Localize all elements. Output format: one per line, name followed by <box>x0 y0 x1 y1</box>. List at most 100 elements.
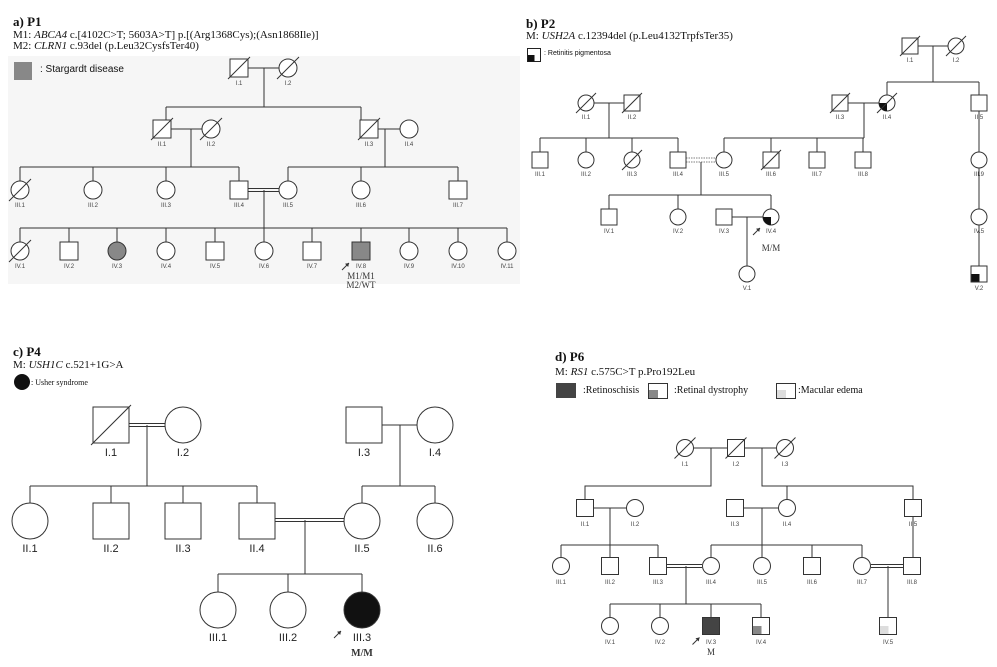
individual-IV-7-label: IV.7 <box>307 264 318 270</box>
legend-rp-label: : Retinitis pigmentosa <box>544 50 611 57</box>
individual-III-3-square <box>649 557 667 575</box>
individual-IV-3-label: IV.3 <box>706 640 717 646</box>
individual-II-5-label: II.5 <box>354 543 369 555</box>
individual-IV-10-circle <box>448 241 468 261</box>
individual-I-2-circle <box>164 406 202 444</box>
individual-III-4-label: III.4 <box>673 172 684 178</box>
connector-line <box>584 448 712 499</box>
individual-IV-5-label: IV.5 <box>974 229 985 235</box>
individual-III-4-circle <box>702 557 720 575</box>
individual-I-2-deceased-slash <box>945 35 967 57</box>
individual-IV-5-label: IV.5 <box>883 640 894 646</box>
individual-I-1-deceased-slash <box>227 56 251 80</box>
individual-III-9-circle <box>970 151 988 169</box>
panel-c-mutation: M: USH1C c.521+1G>A <box>13 359 124 371</box>
individual-I-2-label: I.2 <box>285 81 292 87</box>
individual-II-4-circle <box>778 499 796 517</box>
legend-usher-label: : Usher syndrome <box>31 378 88 387</box>
individual-IV-6-label: IV.6 <box>259 264 270 270</box>
individual-III-4-square <box>669 151 687 169</box>
individual-II-4-deceased-slash <box>876 92 898 114</box>
individual-II-4-square <box>238 502 276 540</box>
individual-IV-4-label: IV.4 <box>161 264 172 270</box>
individual-IV-4-circle <box>156 241 176 261</box>
individual-II-1-deceased-slash <box>575 92 597 114</box>
individual-II-1-label: II.1 <box>581 522 590 528</box>
individual-IV-2-label: IV.2 <box>673 229 684 235</box>
individual-II-4-label: II.4 <box>883 115 892 121</box>
individual-III-2-circle <box>577 151 595 169</box>
individual-I-2-deceased-slash <box>725 437 747 459</box>
legend-retinoschisis-label: :Retinoschisis <box>583 385 640 396</box>
individual-III-2-label: III.2 <box>605 580 616 586</box>
individual-III-3-label: III.3 <box>627 172 638 178</box>
individual-III-6-circle <box>351 180 371 200</box>
individual-III-3-deceased-slash <box>621 149 643 171</box>
individual-IV-3-square <box>715 208 733 226</box>
individual-IV-3-genotype: M <box>707 647 715 657</box>
individual-III-2-circle <box>269 591 307 629</box>
panel-d-title: d) P6 <box>555 349 585 364</box>
panel-b-title: b) P2 <box>526 16 556 31</box>
individual-II-4-label: II.4 <box>783 522 792 528</box>
edema-legend-fill <box>777 390 786 398</box>
individual-III-6-label: III.6 <box>356 203 367 209</box>
individual-I-1-label: I.1 <box>236 81 243 87</box>
individual-I-1-deceased-slash <box>674 437 696 459</box>
individual-III-8-label: III.8 <box>858 172 869 178</box>
individual-III-8-square <box>854 151 872 169</box>
proband-arrowhead-icon <box>345 263 349 267</box>
individual-III-3-circle <box>343 591 381 629</box>
individual-IV-11-label: IV.11 <box>500 264 514 270</box>
individual-IV-5-square <box>205 241 225 261</box>
individual-IV-4-quarter-fill <box>753 626 762 634</box>
retinoschisis-legend-symbol <box>556 383 576 398</box>
individual-IV-3-label: IV.3 <box>719 229 730 235</box>
individual-II-3-square <box>726 499 744 517</box>
individual-II-5-circle <box>343 502 381 540</box>
individual-I-1-deceased-slash <box>899 35 921 57</box>
individual-II-1-square <box>576 499 594 517</box>
proband-arrowhead-icon <box>337 631 341 635</box>
individual-V-2-quarter-fill <box>971 274 980 282</box>
individual-II-5-label: II.5 <box>909 522 918 528</box>
individual-IV-5-quarter-fill <box>880 626 889 634</box>
individual-III-6-deceased-slash <box>760 149 782 171</box>
individual-I-2-label: I.2 <box>953 58 960 64</box>
individual-V-1-circle <box>738 265 756 283</box>
individual-IV-3-circle <box>107 241 127 261</box>
individual-IV-7-square <box>302 241 322 261</box>
individual-I-1-label: I.1 <box>907 58 914 64</box>
proband-arrowhead-icon <box>695 637 700 642</box>
individual-IV-4-quarter-fill <box>763 217 771 225</box>
individual-III-6-label: III.6 <box>766 172 777 178</box>
individual-IV-2-circle <box>651 617 669 635</box>
individual-III-2-label: III.2 <box>581 172 592 178</box>
individual-II-2-label: II.2 <box>207 142 216 148</box>
individual-I-3-deceased-slash <box>774 437 796 459</box>
individual-III-4-label: III.4 <box>234 203 245 209</box>
individual-V-1-label: V.1 <box>743 286 752 292</box>
stargardt-legend-symbol <box>14 62 32 80</box>
consanguinity-line <box>685 157 717 163</box>
individual-II-4-circle <box>399 119 419 139</box>
proband-arrowhead-icon <box>756 228 760 232</box>
individual-II-2-square <box>92 502 130 540</box>
individual-I-4-circle <box>416 406 454 444</box>
individual-II-3-deceased-slash <box>829 92 851 114</box>
individual-III-1-label: III.1 <box>15 203 26 209</box>
individual-III-8-square <box>903 557 921 575</box>
individual-III-1-deceased-slash <box>8 178 32 202</box>
usher-legend-symbol <box>14 374 30 390</box>
dystrophy-legend-fill <box>649 390 658 398</box>
individual-IV-10-label: IV.10 <box>451 264 465 270</box>
individual-II-4-label: II.4 <box>249 543 264 555</box>
individual-IV-1-square <box>600 208 618 226</box>
individual-III-1-square <box>531 151 549 169</box>
individual-III-3-label: III.3 <box>353 632 371 644</box>
individual-III-4-square <box>229 180 249 200</box>
individual-III-4-label: III.4 <box>706 580 717 586</box>
individual-IV-2-label: IV.2 <box>655 640 666 646</box>
individual-III-3-genotype: M/M <box>351 648 373 659</box>
